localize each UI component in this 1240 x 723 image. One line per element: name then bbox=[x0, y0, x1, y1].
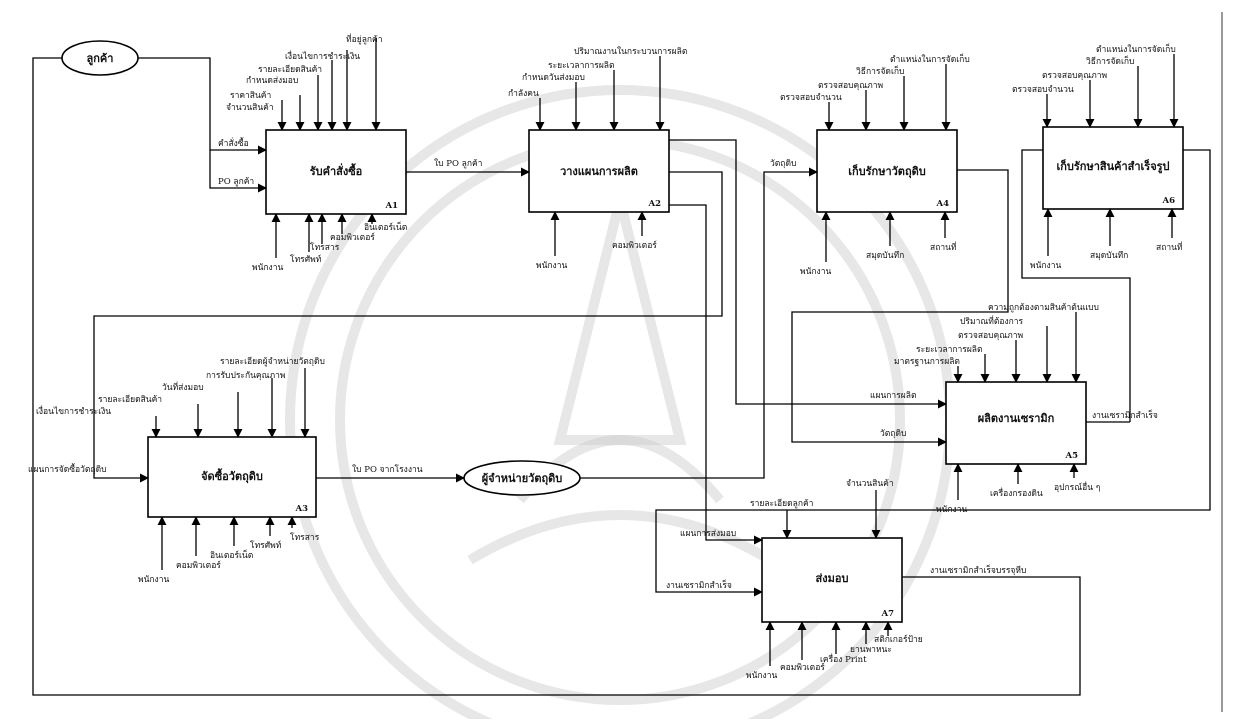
label-a3-out: ใบ PO จากโรงงาน bbox=[352, 464, 423, 475]
box-a1-title: รับคำสั่งซื้อ bbox=[310, 163, 363, 178]
label-a4-count: ตรวจสอบจำนวน bbox=[780, 93, 842, 103]
label-a7-qty: จำนวนสินค้า bbox=[846, 478, 894, 489]
box-a3-title: จัดซื้อวัตถุดิบ bbox=[201, 468, 263, 484]
label-a3-delivery: วันที่ส่งมอบ bbox=[162, 381, 204, 393]
label-a3-staff: พนักงาน bbox=[138, 575, 169, 585]
supplier-label: ผู้จำหน่ายวัตถุดิบ bbox=[482, 472, 563, 486]
label-a6-log: สมุดบันทึก bbox=[1090, 251, 1128, 261]
label-a4-log: สมุดบันทึก bbox=[866, 251, 904, 261]
label-a3-internet: อินเตอร์เน็ต bbox=[210, 549, 253, 561]
label-a4-quality: ตรวจสอบคุณภาพ bbox=[818, 81, 883, 91]
label-a2-leadtime: ระยะเวลาการผลิต bbox=[548, 61, 615, 71]
label-a6-location: ตำแหน่งในการจัดเก็บ bbox=[1096, 43, 1176, 55]
box-a4-title: เก็บรักษาวัตถุดิบ bbox=[848, 164, 926, 179]
label-a5-standard: มาตรฐานการผลิต bbox=[894, 357, 960, 367]
label-a7-computer: คอมพิวเตอร์ bbox=[780, 662, 825, 673]
label-a3-phone: โทรศัพท์ bbox=[250, 540, 282, 551]
label-a2-staff: พนักงาน bbox=[536, 261, 567, 271]
label-a3-computer: คอมพิวเตอร์ bbox=[176, 560, 221, 571]
label-a1-order: คำสั่งซื้อ bbox=[218, 137, 249, 149]
box-a5-title: ผลิตงานเซรามิก bbox=[978, 412, 1055, 425]
label-a1-fax: โทรสาร bbox=[310, 242, 340, 253]
label-a6-count: ตรวจสอบจำนวน bbox=[1012, 85, 1074, 95]
box-a4-id: A4 bbox=[935, 199, 949, 209]
label-a1-computer: คอมพิวเตอร์ bbox=[330, 232, 375, 243]
box-a2-id: A2 bbox=[647, 199, 661, 209]
label-a5-plan: แผนการผลิต bbox=[870, 391, 916, 401]
label-a4-raw: วัตถุดิบ bbox=[770, 159, 796, 169]
label-a1-detail: รายละเอียดสินค้า bbox=[258, 64, 322, 75]
label-a1-qty: จำนวนสินค้า bbox=[226, 102, 274, 113]
label-a7-customer: รายละเอียดลูกค้า bbox=[750, 498, 813, 509]
external-customer: ลูกค้า bbox=[62, 41, 138, 75]
label-a2-wip: ปริมาณงานในกระบวนการผลิต bbox=[574, 46, 687, 57]
label-a2-workforce: กำลังคน bbox=[508, 89, 539, 99]
box-a5: ผลิตงานเซรามิก A5 bbox=[946, 382, 1086, 464]
box-a1: รับคำสั่งซื้อ A1 bbox=[266, 130, 406, 214]
label-a1-price: ราคาสินค้า bbox=[230, 90, 271, 101]
label-a7-staff: พนักงาน bbox=[746, 671, 777, 681]
label-a2-computer: คอมพิวเตอร์ bbox=[612, 240, 657, 251]
label-a7-vehicle: ยานพาหนะ bbox=[850, 645, 892, 655]
label-a1-address: ที่อยู่ลูกค้า bbox=[346, 33, 383, 45]
box-a6-id: A6 bbox=[1161, 196, 1175, 206]
label-a4-location: ตำแหน่งในการจัดเก็บ bbox=[890, 53, 970, 65]
label-a1-out-po: ใบ PO ลูกค้า bbox=[434, 158, 482, 169]
label-a3-plan: แผนการจัดซื้อวัตถุดิบ bbox=[28, 463, 106, 475]
label-a1-internet: อินเตอร์เน็ต bbox=[364, 221, 407, 233]
box-a5-id: A5 bbox=[1064, 451, 1078, 461]
label-a1-due: กำหนดส่งมอบ bbox=[246, 76, 298, 86]
box-a2-title: วางแผนการผลิต bbox=[560, 165, 638, 178]
label-a7-goods: งานเซรามิกสำเร็จ bbox=[666, 579, 732, 591]
box-a6-title: เก็บรักษาสินค้าสำเร็จรูป bbox=[1056, 159, 1169, 174]
box-a3-id: A3 bbox=[294, 504, 308, 514]
label-a1-payment: เงื่อนไขการชำระเงิน bbox=[285, 50, 360, 62]
box-a3: จัดซื้อวัตถุดิบ A3 bbox=[148, 437, 316, 517]
label-a5-quality: ตรวจสอบคุณภาพ bbox=[958, 331, 1023, 341]
customer-label: ลูกค้า bbox=[87, 52, 114, 66]
box-a1-id: A1 bbox=[384, 201, 398, 211]
label-a6-method: วิธีการจัดเก็บ bbox=[1086, 55, 1135, 67]
external-supplier: ผู้จำหน่ายวัตถุดิบ bbox=[464, 461, 580, 495]
label-a1-staff: พนักงาน bbox=[252, 263, 283, 273]
label-a5-conformity: ความถูกต้องตามสินค้าต้นแบบ bbox=[988, 302, 1099, 313]
label-a6-place: สถานที่ bbox=[1156, 241, 1183, 253]
label-a3-payment: เงื่อนไขการชำระเงิน bbox=[36, 405, 111, 417]
label-a7-sticker: สติกเกอร์ป้าย bbox=[874, 634, 923, 645]
label-a4-method: วิธีการจัดเก็บ bbox=[856, 65, 905, 77]
label-a7-plan: แผนการส่งมอบ bbox=[680, 529, 736, 539]
box-a7: ส่งมอบ A7 bbox=[762, 538, 902, 622]
label-a3-supplier-detail: รายละเอียดผู้จำหน่ายวัตถุดิบ bbox=[220, 356, 325, 367]
box-a4: เก็บรักษาวัตถุดิบ A4 bbox=[817, 130, 957, 212]
box-a7-title: ส่งมอบ bbox=[816, 572, 849, 585]
box-a2: วางแผนการผลิต A2 bbox=[529, 130, 669, 212]
label-a6-staff: พนักงาน bbox=[1030, 261, 1061, 271]
label-a5-leadtime: ระยะเวลาการผลิต bbox=[916, 345, 983, 355]
label-a3-fax: โทรสาร bbox=[290, 532, 320, 543]
label-a4-staff: พนักงาน bbox=[800, 267, 831, 277]
label-a5-machine: เครื่องกรองดิน bbox=[990, 487, 1043, 499]
label-a2-due: กำหนดวันส่งมอบ bbox=[522, 73, 585, 83]
box-a6: เก็บรักษาสินค้าสำเร็จรูป A6 bbox=[1043, 127, 1183, 209]
label-a3-detail: รายละเอียดสินค้า bbox=[98, 394, 162, 405]
label-a5-qty: ปริมาณที่ต้องการ bbox=[960, 315, 1024, 327]
label-a5-tools: อุปกรณ์อื่น ๆ bbox=[1054, 481, 1100, 493]
label-a1-po: PO ลูกค้า bbox=[218, 176, 254, 187]
box-a7-id: A7 bbox=[880, 609, 894, 619]
label-a7-out: งานเซรามิกสำเร็จบรรจุหีบ bbox=[930, 564, 1026, 576]
label-a4-place: สถานที่ bbox=[930, 241, 957, 253]
label-a6-quality: ตรวจสอบคุณภาพ bbox=[1042, 71, 1107, 81]
label-a3-warranty: การรับประกันคุณภาพ bbox=[206, 371, 285, 381]
label-a1-phone: โทรศัพท์ bbox=[290, 254, 322, 265]
label-a5-out: งานเซรามิกสำเร็จ bbox=[1092, 409, 1158, 421]
label-a5-staff: พนักงาน bbox=[936, 505, 967, 515]
label-a5-raw: วัตถุดิบ bbox=[880, 429, 906, 439]
